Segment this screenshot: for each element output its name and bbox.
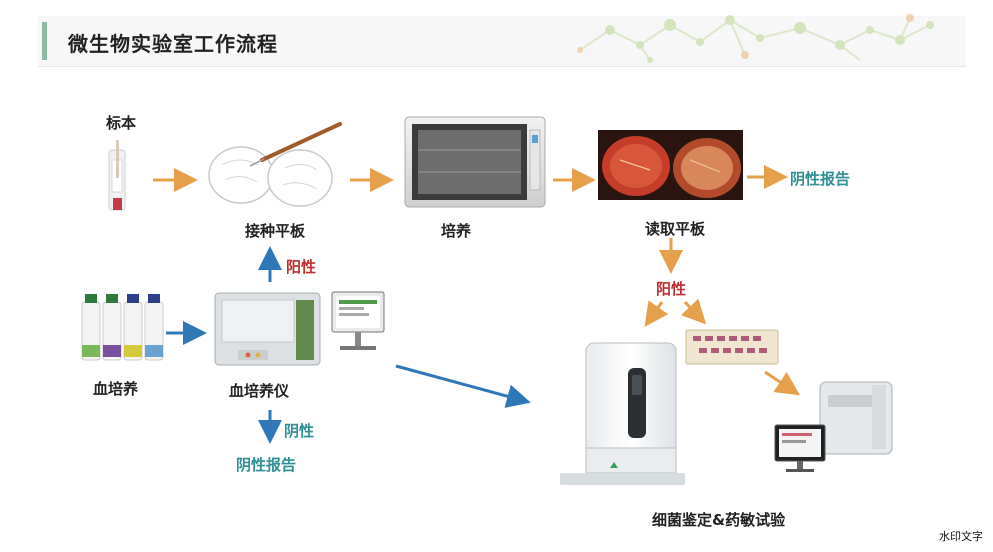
arrow-positive-to-card: [680, 298, 707, 325]
header-accent-bar: [42, 22, 47, 60]
label-blood-culture-instrument: 血培养仪: [229, 382, 290, 400]
label-negative-report-bottom: 阴性报告: [236, 456, 297, 474]
page-title: 微生物实验室工作流程: [68, 32, 278, 56]
label-incubate: 培养: [441, 222, 472, 240]
incubator-icon: [404, 116, 546, 208]
arrow-positive-to-analyzer: [644, 300, 669, 327]
label-negative-report-top: 阴性报告: [790, 170, 851, 188]
molecule-decoration-icon: [577, 14, 934, 63]
label-negative: 阴性: [284, 422, 315, 440]
label-blood-culture: 血培养: [93, 380, 139, 398]
watermark: 水印文字: [939, 530, 983, 543]
arrow-instrument-to-analyzer: [395, 364, 531, 408]
header-band: [38, 16, 966, 67]
label-read-plate: 读取平板: [645, 220, 706, 238]
id-ast-analyzer-icon: [560, 342, 685, 485]
blood-culture-bottle-icon: [81, 294, 164, 361]
label-specimen: 标本: [106, 114, 137, 132]
monitor-icon: [331, 291, 385, 350]
blood-culture-instrument-icon: [214, 292, 321, 366]
arrow-card-to-reader: [764, 370, 800, 396]
label-inoculate-plate: 接种平板: [245, 222, 306, 240]
petri-dish-icon: [208, 122, 342, 207]
agar-plate-icon: [598, 130, 743, 200]
label-identification-ast: 细菌鉴定&药敏试验: [652, 511, 786, 529]
specimen-tube-icon: [108, 140, 126, 211]
test-card-icon: [685, 329, 779, 365]
label-positive-up: 阳性: [286, 258, 317, 276]
reader-instrument-icon: [774, 381, 893, 472]
label-positive-down: 阳性: [656, 280, 687, 298]
